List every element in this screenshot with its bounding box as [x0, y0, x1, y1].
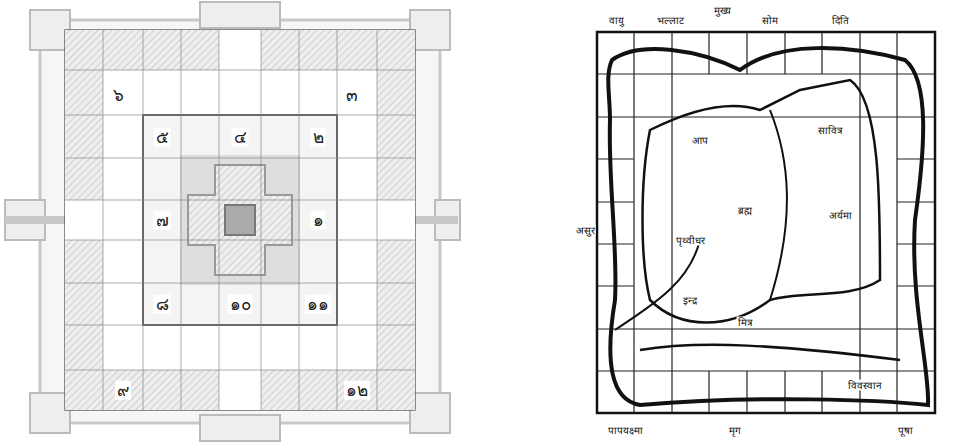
deity-label: असुर	[575, 225, 596, 236]
callout-number: ๖	[111, 86, 126, 105]
deity-label: अर्यमा	[828, 210, 853, 221]
deity-label: इन्द्र	[682, 295, 698, 306]
deity-label: पापयक्ष्मा	[607, 425, 644, 436]
deity-label: पूषा	[897, 425, 914, 436]
deity-label: मुख्य	[713, 5, 732, 16]
callout-number: ๕	[154, 128, 171, 147]
callout-number: ๔	[232, 128, 249, 147]
deity-label: विवस्वान	[847, 380, 883, 391]
deity-label: वायु	[608, 15, 625, 26]
deity-label: मित्र	[737, 317, 754, 328]
callout-number: ๑๒	[344, 381, 370, 400]
deity-label: सोम	[761, 15, 779, 26]
callout-number: ๘	[154, 295, 171, 314]
callout-number: ๑๑	[305, 295, 331, 314]
deity-label: पृथ्वीधर	[675, 235, 706, 246]
deity-label: मृग	[728, 425, 742, 436]
deity-label: दिति	[831, 15, 850, 26]
deity-label: भल्लाट	[656, 15, 685, 26]
deity-label: ब्रह्म	[737, 205, 753, 216]
callout-number: ๓	[344, 86, 360, 105]
callout-number: ๒	[311, 128, 326, 147]
temple-plan	[5, 2, 460, 441]
callout-number: ๗	[154, 211, 171, 230]
callout-number: ๑	[311, 211, 326, 230]
callout-number: ๑๐	[228, 295, 253, 314]
deity-label: आप	[691, 135, 709, 146]
vastu-mandala	[597, 32, 935, 413]
deity-label: सावित्र	[817, 125, 844, 136]
callout-number: ๙	[115, 381, 131, 400]
